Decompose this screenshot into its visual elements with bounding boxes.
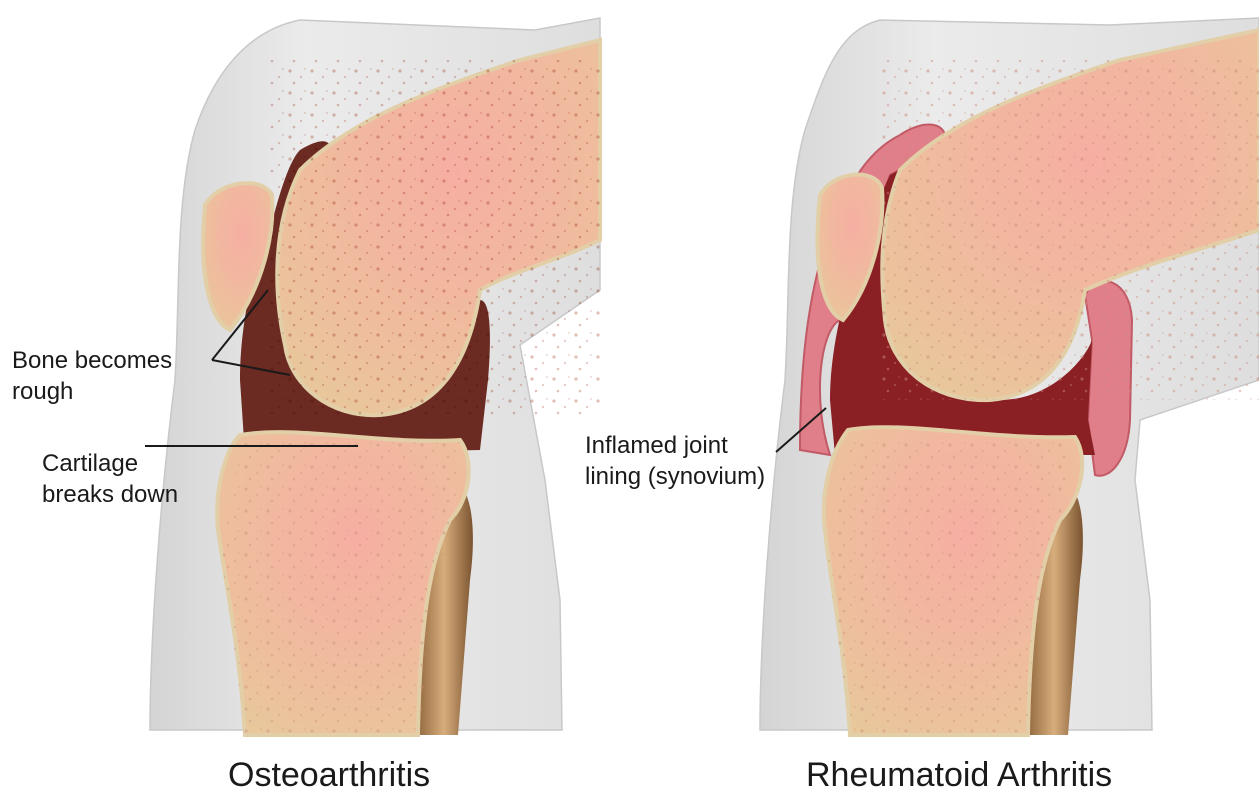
femur-texture (270, 60, 600, 420)
femur-texture (880, 60, 1259, 400)
caption-rheumatoid-arthritis: Rheumatoid Arthritis (806, 755, 1112, 795)
label-bone-becomes-rough: Bone becomes rough (12, 345, 172, 407)
caption-osteoarthritis: Osteoarthritis (228, 755, 430, 795)
label-inflamed-joint-lining: Inflamed joint lining (synovium) (585, 430, 765, 492)
rheumatoid-arthritis-illustration (760, 18, 1259, 735)
osteoarthritis-illustration (145, 18, 600, 735)
label-cartilage-breaks-down: Cartilage breaks down (42, 448, 178, 510)
